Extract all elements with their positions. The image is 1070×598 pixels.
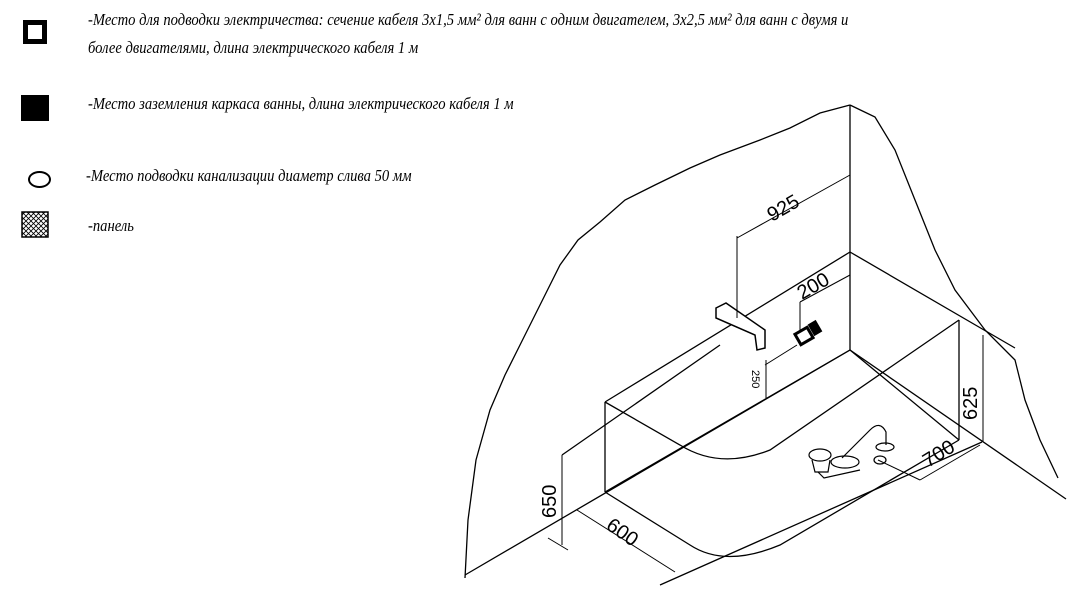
- dim-650: 650: [539, 485, 561, 518]
- grounding-box-icon: [792, 325, 816, 347]
- tub-bottom-contour: [604, 439, 960, 558]
- spout-icon: [715, 302, 766, 351]
- dim-625: 625: [960, 387, 982, 420]
- dim-250: 250: [749, 370, 761, 388]
- floor-front-line: [659, 441, 983, 586]
- dim-200: 200: [794, 269, 834, 305]
- filled-square-icon: [21, 95, 49, 121]
- floor-right-line: [849, 349, 1067, 500]
- hatched-square-icon: [21, 211, 49, 238]
- tub-side-line: [849, 349, 960, 441]
- tub-top-contour: [604, 319, 960, 460]
- dim-600: 600: [602, 514, 642, 551]
- tub-back-bottom-line: [604, 349, 851, 493]
- wall-ledge-line: [561, 344, 721, 456]
- wall-top-left-line: [604, 251, 851, 403]
- legend-grounding-text: -Место заземления каркаса ванны, длина э…: [88, 94, 514, 113]
- right-wall-outline: [849, 104, 1059, 479]
- hollow-square-icon: [23, 20, 47, 44]
- grounding-plate-icon: [807, 319, 823, 337]
- legend-drain-text: -Место подводки канализации диаметр слив…: [86, 166, 412, 185]
- legend-electric-text-2: более двигателями, длина электрического …: [88, 38, 419, 57]
- legend-electric-text: -Место для подводки электричества: сечен…: [88, 10, 849, 29]
- ellipse-icon: [28, 171, 51, 188]
- dim-925: 925: [764, 191, 804, 227]
- drain-siphon-icon: [808, 424, 895, 479]
- legend-panel-text: -панель: [88, 216, 134, 235]
- wall-top-right-line: [849, 251, 1016, 349]
- left-wall-outline: [464, 104, 851, 579]
